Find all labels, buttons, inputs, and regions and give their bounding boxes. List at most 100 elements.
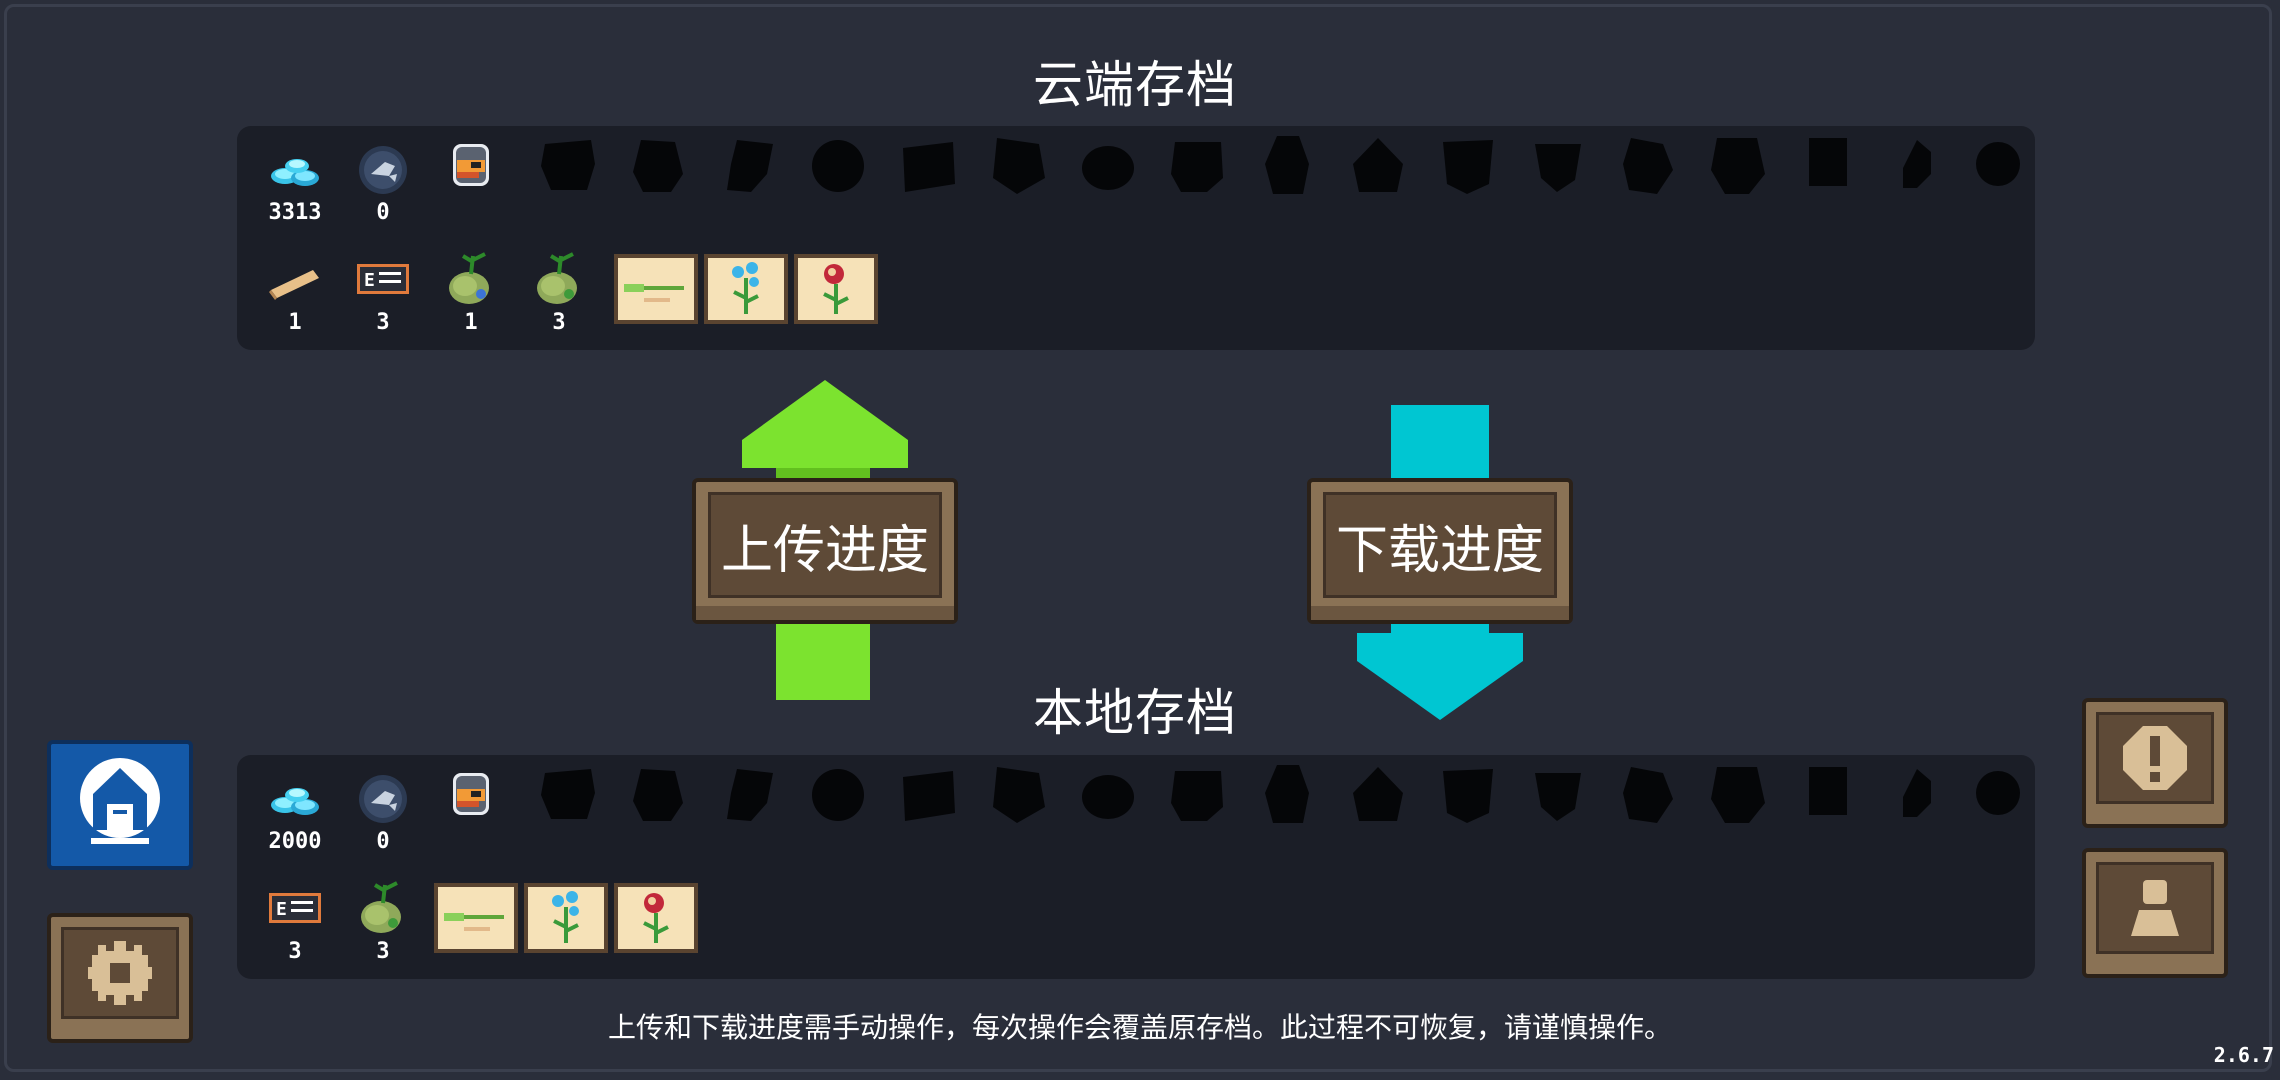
exclamation-icon: [2123, 726, 2187, 790]
green-seed-bag-icon: [361, 881, 401, 933]
cloud-blue-seed-item: 1: [431, 244, 511, 344]
locked-character-silhouette: [627, 763, 689, 825]
account-button[interactable]: [2082, 848, 2228, 978]
green-seed-bag-icon: [537, 252, 577, 304]
cloud-gems-count: 3313: [268, 200, 322, 225]
knight-character-icon: [453, 773, 489, 815]
cloud-blue-seed-count: 1: [464, 310, 478, 335]
locked-character-silhouette: [1707, 763, 1769, 825]
locked-character-silhouette: [987, 134, 1049, 196]
cloud-green-seed-count: 3: [552, 310, 566, 335]
gear-icon: [88, 941, 152, 1005]
cloud-knight-item: [431, 134, 511, 234]
sunny-logo-icon: [80, 758, 160, 844]
upload-progress-button[interactable]: 上传进度: [692, 478, 958, 624]
version-label: 2.6.7: [2213, 1043, 2274, 1067]
notice-text: 上传和下载进度需手动操作，每次操作会覆盖原存档。此过程不可恢复，请谨慎操作。: [607, 1011, 1672, 1044]
plant-card-red-flower-icon: [614, 883, 698, 953]
local-fish-coin-count: 0: [376, 829, 390, 854]
settings-button-face: [61, 927, 179, 1019]
notice-button[interactable]: [2082, 698, 2228, 828]
button-shadow: [1311, 606, 1569, 620]
upload-progress-label: 上传进度: [708, 492, 942, 598]
locked-character-silhouette: [807, 763, 869, 825]
button-shadow: [696, 606, 954, 620]
fish-coin-icon: [359, 775, 407, 823]
cloud-plant-card-red-flower: [794, 254, 878, 324]
local-green-seed-item: 3: [343, 873, 423, 973]
locked-character-silhouette: [1077, 134, 1139, 196]
locked-character-silhouette: [537, 134, 599, 196]
download-progress-label: 下载进度: [1323, 492, 1557, 598]
plant-card-scallion-icon: [434, 883, 518, 953]
locked-character-silhouette: [1617, 763, 1679, 825]
local-save-panel: 2000 0: [237, 755, 2035, 979]
locked-character-silhouette: [987, 763, 1049, 825]
locked-character-silhouette: [717, 134, 779, 196]
locked-character-silhouette: [1167, 763, 1229, 825]
gems-icon: [271, 159, 319, 186]
plant-card-blue-flower-icon: [704, 254, 788, 324]
locked-character-silhouette: [1887, 134, 1949, 196]
plant-card-blue-flower-icon: [524, 883, 608, 953]
cloud-fish-coin-count: 0: [376, 200, 390, 225]
locked-character-silhouette: [1967, 134, 2029, 196]
cloud-wood-plank-count: 1: [288, 310, 302, 335]
account-button-face: [2096, 862, 2214, 954]
locked-character-silhouette: [1707, 134, 1769, 196]
locked-character-silhouette: [1167, 134, 1229, 196]
locked-character-silhouette: [1797, 134, 1859, 196]
cloud-green-seed-item: 3: [519, 244, 599, 344]
cloud-wood-plank-item: 1: [255, 244, 335, 344]
locked-character-silhouette: [1347, 134, 1409, 196]
cloud-ecard-item: E 3: [343, 244, 423, 344]
local-ecard-item: E 3: [255, 873, 335, 973]
cloud-save-title: 云端存档: [1033, 56, 1237, 114]
locked-character-silhouette: [897, 763, 959, 825]
local-gems-count: 2000: [268, 829, 322, 854]
locked-character-silhouette: [1617, 134, 1679, 196]
locked-character-silhouette: [1257, 134, 1319, 196]
locked-character-silhouette: [1797, 763, 1859, 825]
local-fish-coin-item: 0: [343, 763, 423, 863]
local-gems-item: 2000: [255, 763, 335, 863]
cloud-fish-coin-item: 0: [343, 134, 423, 234]
cloud-save-panel: 3313 0: [237, 126, 2035, 350]
gems-icon: [271, 788, 319, 815]
locked-character-silhouette: [1257, 763, 1319, 825]
ecard-icon: E: [269, 893, 321, 923]
locked-character-silhouette: [1887, 763, 1949, 825]
locked-character-silhouette: [1967, 763, 2029, 825]
svg-text:E: E: [276, 899, 287, 920]
cloud-plant-card-blue-flower: [704, 254, 788, 324]
cloud-ecard-count: 3: [376, 310, 390, 335]
locked-character-silhouette: [807, 134, 869, 196]
user-icon: [2131, 880, 2179, 936]
sunny-account-button[interactable]: [47, 740, 193, 870]
cloud-gems-item: 3313: [255, 134, 335, 234]
locked-character-silhouette: [1527, 763, 1589, 825]
plant-card-scallion-icon: [614, 254, 698, 324]
local-plant-card-red-flower: [614, 883, 698, 953]
svg-text:E: E: [364, 270, 375, 291]
local-save-title: 本地存档: [1033, 684, 1237, 742]
local-plant-card-blue-flower: [524, 883, 608, 953]
download-progress-button[interactable]: 下载进度: [1307, 478, 1573, 624]
local-green-seed-count: 3: [376, 939, 390, 964]
knight-character-icon: [453, 144, 489, 186]
local-knight-item: [431, 763, 511, 863]
locked-character-silhouette: [627, 134, 689, 196]
locked-character-silhouette: [1437, 763, 1499, 825]
locked-character-silhouette: [717, 763, 779, 825]
plant-card-red-flower-icon: [794, 254, 878, 324]
local-plant-card-scallion: [434, 883, 518, 953]
screen-frame: [4, 4, 2272, 1072]
local-ecard-count: 3: [288, 939, 302, 964]
notice-button-face: [2096, 712, 2214, 804]
locked-character-silhouette: [1347, 763, 1409, 825]
locked-character-silhouette: [1527, 134, 1589, 196]
settings-button[interactable]: [47, 913, 193, 1043]
blue-seed-bag-icon: [449, 252, 489, 304]
locked-character-silhouette: [537, 763, 599, 825]
wood-plank-icon: [269, 270, 319, 300]
